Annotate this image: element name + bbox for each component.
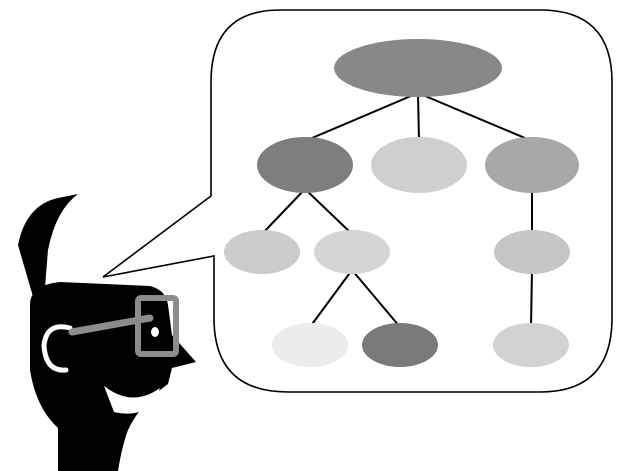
tree-node-n4 [224, 230, 300, 274]
tree-node-n8 [362, 323, 438, 367]
head [30, 282, 196, 471]
eye [151, 327, 159, 337]
tree-node-n9 [493, 323, 569, 367]
tree-node-n3 [485, 137, 579, 193]
tree-node-n7 [272, 323, 348, 367]
tree-node-n1 [257, 137, 353, 193]
tree-node-n6 [494, 230, 570, 274]
tree-node-n5 [314, 230, 390, 274]
tree-node-n2 [371, 137, 467, 193]
tree-node-root [334, 39, 502, 97]
tree-edge-root-n2 [418, 93, 419, 141]
tree-edge-n6-n9 [531, 270, 532, 327]
